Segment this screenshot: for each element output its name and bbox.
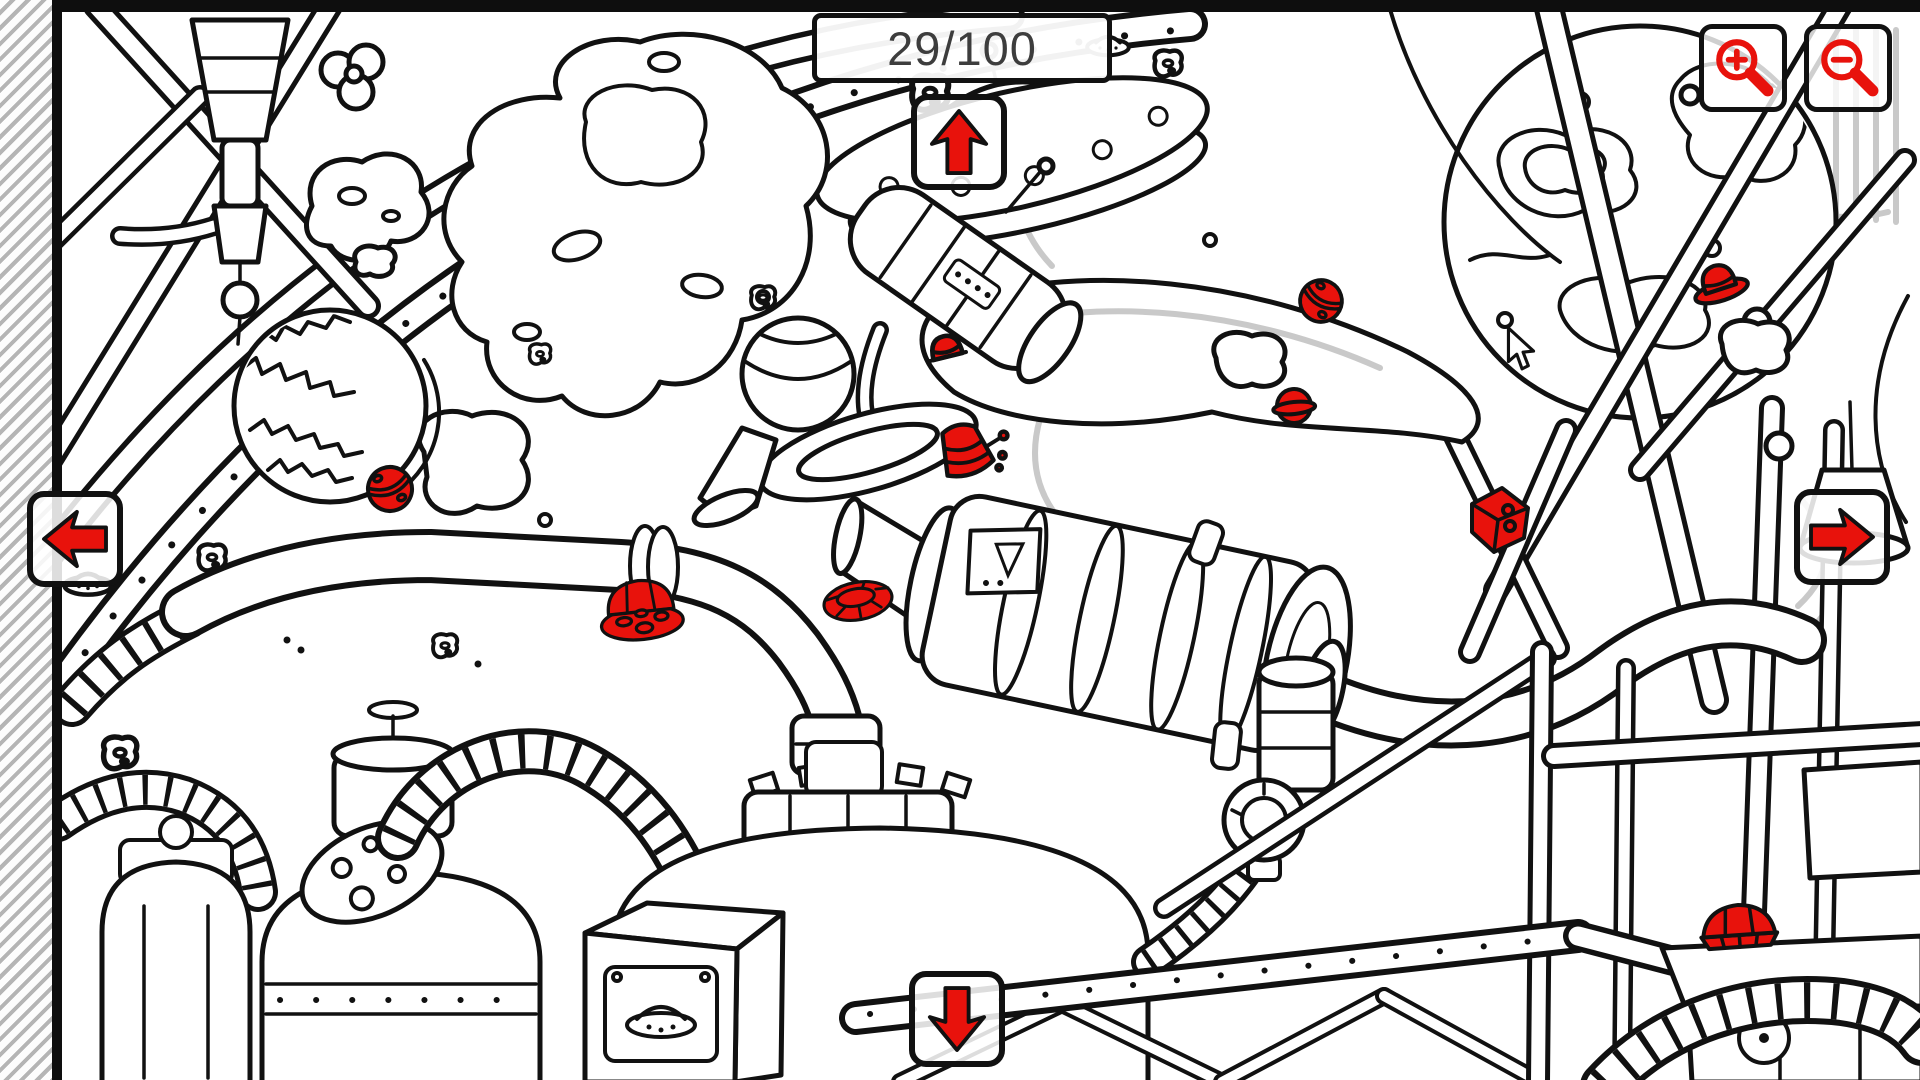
- scroll-left-button[interactable]: [27, 491, 123, 587]
- scroll-up-button[interactable]: [911, 94, 1007, 190]
- space-station-cluster: [691, 156, 1084, 529]
- arrow-up-icon: [929, 109, 989, 175]
- giant-cannon: [831, 493, 1827, 793]
- zoom-out-button[interactable]: [1804, 24, 1892, 112]
- scroll-down-button[interactable]: [909, 971, 1005, 1067]
- funnel-machine: [110, 17, 291, 346]
- arrow-left-icon: [42, 509, 108, 569]
- zoom-in-button[interactable]: [1699, 24, 1787, 112]
- red-ring[interactable]: [819, 575, 897, 627]
- crate-box-with-saucer-print: [582, 900, 786, 1080]
- zoom-in-magnifier-icon: [1716, 39, 1774, 97]
- arrow-down-icon: [927, 986, 987, 1052]
- found-counter-label: 29/100: [887, 21, 1037, 75]
- gear-planet: [231, 307, 442, 505]
- zoom-out-magnifier-icon: [1821, 39, 1879, 97]
- bottom-truss-bridge: [839, 640, 1920, 1080]
- scroll-right-button[interactable]: [1794, 489, 1890, 585]
- found-counter: 29/100: [812, 13, 1112, 83]
- arrow-right-icon: [1809, 507, 1875, 567]
- asteroid-field: [104, 31, 1792, 768]
- boiler-machinery: [62, 524, 1307, 1080]
